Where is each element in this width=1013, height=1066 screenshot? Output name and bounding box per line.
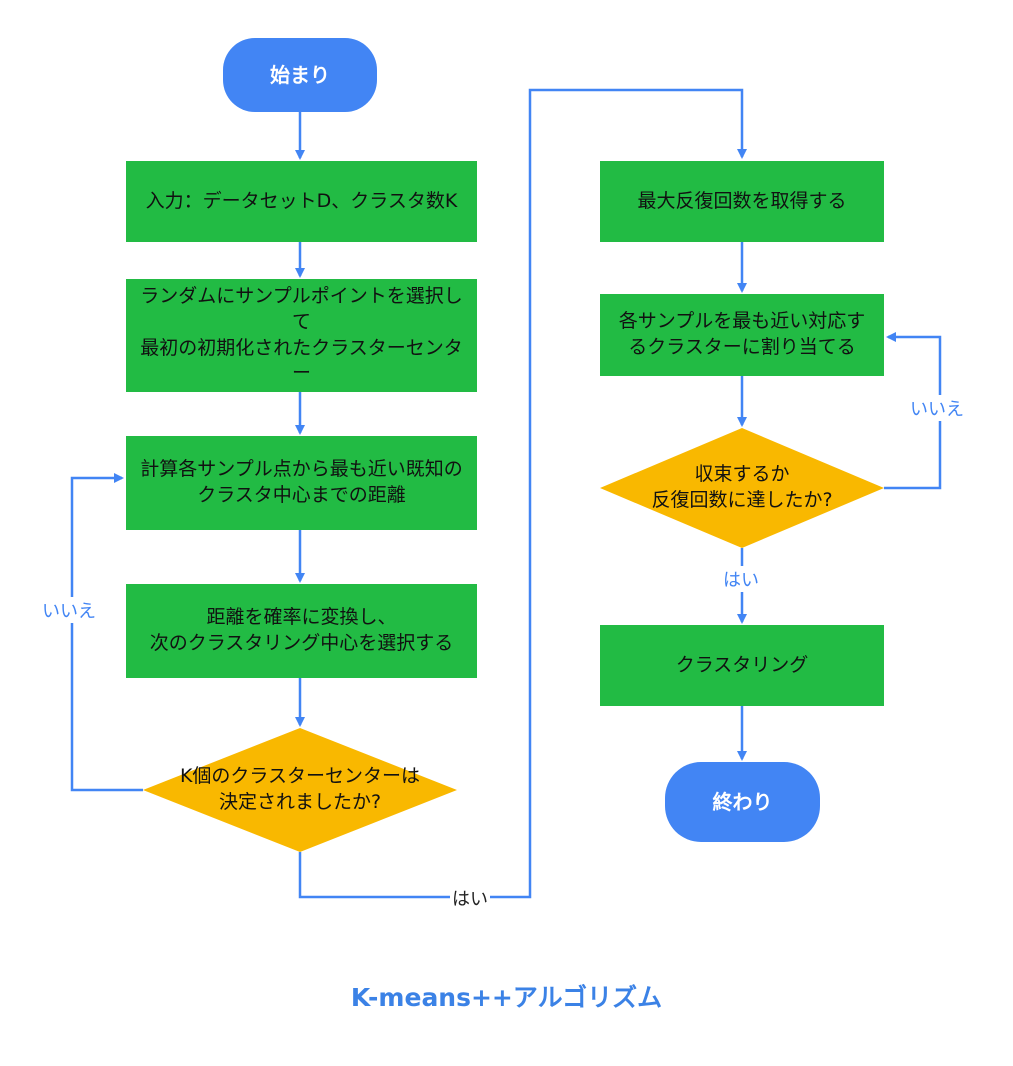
decision-k-diamond bbox=[143, 728, 457, 852]
convert-probability-label: 距離を確率に変換し、 次のクラスタリング中心を選択する bbox=[149, 606, 454, 654]
decision-converge-text: 収束するか 反復回数に達したか? bbox=[615, 448, 869, 528]
edge-label-no-right: いいえ bbox=[908, 395, 966, 421]
random-select-node: ランダムにサンプルポイントを選択して 最初の初期化されたクラスターセンター bbox=[126, 279, 477, 392]
random-select-label: ランダムにサンプルポイントを選択して 最初の初期化されたクラスターセンター bbox=[140, 285, 463, 385]
decision-k-label: K個のクラスターセンターは 決定されましたか? bbox=[179, 765, 421, 813]
end-label: 終わり bbox=[712, 789, 773, 814]
start-label: 始まり bbox=[270, 62, 330, 87]
decision-converge-diamond bbox=[600, 428, 884, 548]
edge-label-yes-right: はい bbox=[721, 566, 761, 592]
start-node: 始まり bbox=[223, 38, 377, 112]
arrow-decision-yes bbox=[298, 88, 747, 899]
edge-label-yes-bottom: はい bbox=[450, 885, 490, 911]
diagram-title: K-means++アルゴリズム bbox=[350, 983, 663, 1012]
end-node: 終わり bbox=[665, 762, 820, 842]
max-iter-label: 最大反復回数を取得する bbox=[637, 189, 847, 212]
input-label: 入力：データセットD、クラスタ数K bbox=[145, 189, 458, 212]
compute-distance-label: 計算各サンプル点から最も近い既知のクラスタ中心までの距離 bbox=[140, 458, 463, 506]
arrow-decision-no-loop bbox=[70, 473, 143, 792]
edge-label-no-left: いいえ bbox=[40, 597, 98, 623]
input-node: 入力：データセットD、クラスタ数K bbox=[126, 161, 477, 242]
max-iter-node: 最大反復回数を取得する bbox=[600, 161, 884, 242]
clustering-node: クラスタリング bbox=[600, 625, 884, 706]
convert-probability-node: 距離を確率に変換し、 次のクラスタリング中心を選択する bbox=[126, 584, 477, 678]
clustering-label: クラスタリング bbox=[675, 653, 809, 676]
decision-converge-label: 収束するか 反復回数に達したか? bbox=[651, 463, 833, 511]
decision-k-text: K個のクラスターセンターは 決定されましたか? bbox=[150, 745, 450, 835]
assign-node: 各サンプルを最も近い対応するクラスターに割り当てる bbox=[600, 294, 884, 376]
compute-distance-node: 計算各サンプル点から最も近い既知のクラスタ中心までの距離 bbox=[126, 436, 477, 530]
assign-label: 各サンプルを最も近い対応するクラスターに割り当てる bbox=[618, 310, 866, 358]
